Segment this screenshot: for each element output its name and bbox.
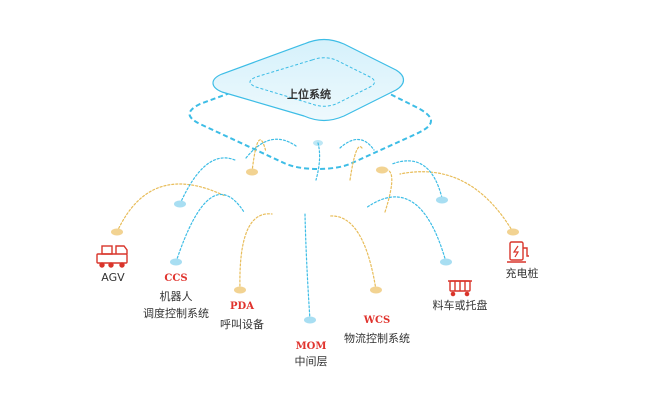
agv-label: AGV: [101, 271, 125, 284]
cart-icon: [448, 280, 472, 297]
dot-blue-right-mid: [436, 196, 448, 204]
arc-orange-agv: [116, 183, 226, 233]
arc-orange-left-small: [251, 139, 267, 173]
dot-orange-right-mid: [376, 166, 388, 174]
wcs-code: WCS: [363, 315, 391, 326]
arc-orange-wcs: [329, 215, 377, 291]
arc-blue-left-top: [245, 138, 297, 159]
pallet-label: 料车或托盘: [432, 299, 488, 312]
hub-title: 上位系统: [287, 88, 331, 101]
arc-blue-right-top: [339, 138, 375, 151]
mom-code: MOM: [295, 341, 327, 352]
dot-orange-pda: [234, 286, 246, 294]
agv-vehicle-icon: [96, 245, 128, 268]
dot-blue-pallet: [440, 258, 452, 266]
arc-orange-right-small: [349, 146, 363, 181]
dot-blue-ccs: [170, 258, 182, 266]
arc-orange-right-mid: [381, 168, 393, 213]
dot-orange-wcs: [370, 286, 382, 294]
arc-blue-mom: [304, 213, 311, 321]
arc-blue-ccs: [175, 193, 245, 263]
dot-blue-ccs-high: [174, 200, 186, 208]
arc-blue-pallet: [365, 196, 447, 263]
connection-arcs: [116, 138, 514, 321]
arc-blue-hub-down: [315, 142, 321, 181]
ccs-label-line2: 调度控制系统: [143, 307, 209, 320]
dot-orange-agv: [111, 228, 123, 236]
wcs-label: 物流控制系统: [344, 332, 410, 345]
charger-label: 充电桩: [505, 267, 539, 280]
endpoint-dots: [111, 166, 519, 324]
hub-top-plate: [212, 38, 405, 122]
ccs-label-line1: 机器人: [159, 290, 193, 303]
pda-code: PDA: [230, 301, 254, 312]
ccs-code: CCS: [164, 273, 188, 284]
charging-station-icon: [507, 241, 529, 263]
mom-label: 中间层: [294, 355, 328, 368]
arc-orange-pda: [239, 213, 273, 291]
pda-label: 呼叫设备: [220, 318, 264, 331]
dot-blue-mom: [304, 316, 316, 324]
arc-orange-charger: [399, 171, 514, 233]
arc-blue-right-mid: [391, 160, 443, 199]
dot-orange-charger: [507, 228, 519, 236]
hub-platform: [188, 38, 432, 170]
arc-blue-ccs-high: [179, 157, 236, 205]
dot-orange-left-small: [246, 168, 258, 176]
